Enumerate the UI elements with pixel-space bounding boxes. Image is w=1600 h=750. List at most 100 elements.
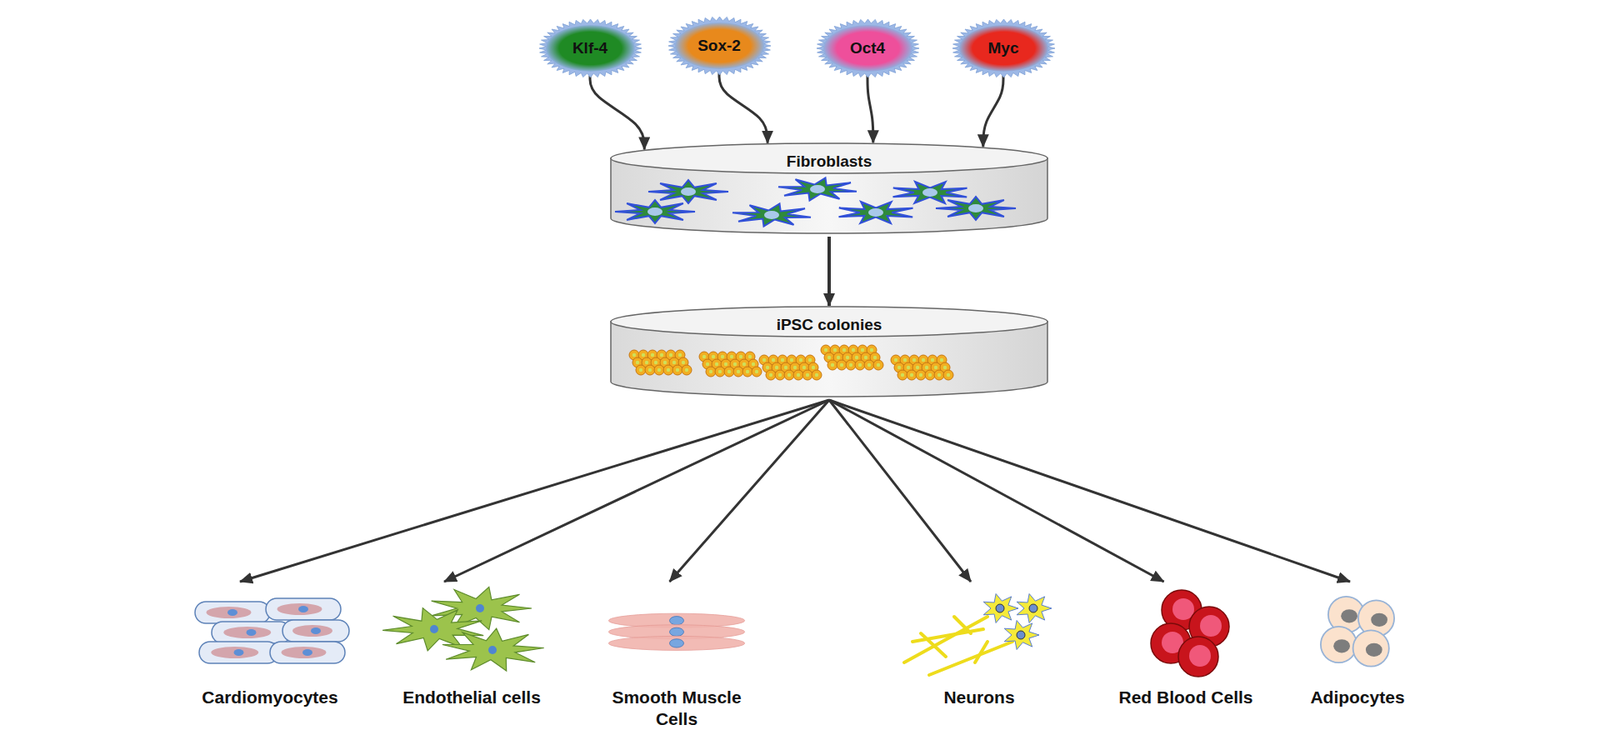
nucleus: [650, 353, 655, 357]
nucleus: [680, 187, 696, 196]
cell-illustration: [605, 583, 748, 684]
nucleus: [808, 358, 812, 362]
nucleus: [745, 370, 750, 374]
factor-starburst: Oct4: [815, 18, 920, 79]
neurite: [975, 641, 988, 663]
nucleus: [845, 355, 850, 360]
fibroblast: [935, 196, 1016, 220]
nucleus: [718, 370, 722, 374]
fibroblast: [615, 200, 695, 224]
cell-label: Neurons: [943, 686, 1015, 709]
nucleus: [827, 355, 831, 360]
arrow-connector: [240, 400, 830, 582]
sarcomere: [206, 606, 252, 619]
nucleus: [833, 348, 837, 352]
stem-cell: [654, 365, 665, 375]
red-blood-cell: [1178, 636, 1219, 677]
stem-cell: [751, 366, 762, 377]
nucleus: [824, 348, 828, 352]
nucleus: [858, 363, 862, 367]
cardiomyocyte-group: [195, 598, 350, 664]
nucleus: [851, 348, 855, 352]
nucleus: [995, 604, 1005, 613]
adipocyte: [1353, 630, 1390, 666]
nucleus: [784, 365, 788, 370]
cell-type: Neurons: [895, 583, 1063, 709]
cell-label: Endothelial cells: [402, 686, 541, 709]
adipocyte-group: [1320, 596, 1395, 667]
cell-center: [1172, 598, 1195, 620]
nucleus: [787, 373, 791, 377]
nucleus: [930, 358, 935, 362]
factor-starburst: Klf-4: [538, 18, 643, 79]
nucleus: [855, 355, 859, 360]
stem-cell: [811, 370, 822, 380]
stem-cell: [897, 370, 908, 380]
cell-label: Red Blood Cells: [1118, 686, 1253, 709]
nucleus: [645, 360, 649, 365]
nucleus: [1029, 604, 1038, 613]
nucleus: [685, 368, 689, 372]
stem-cell: [681, 365, 692, 375]
nucleus: [928, 373, 932, 377]
nucleus: [934, 365, 938, 370]
stem-cell: [765, 370, 776, 380]
nucleus: [702, 355, 706, 359]
nucleus: [715, 362, 719, 366]
nucleus: [751, 362, 755, 366]
adipocyte: [1320, 626, 1357, 663]
stem-cell: [802, 370, 813, 380]
nucleus: [298, 605, 309, 613]
arrow-connector: [444, 400, 830, 582]
stem-cell: [775, 370, 785, 380]
stem-cell: [934, 370, 945, 380]
stem-cell: [724, 366, 735, 377]
nucleus: [873, 355, 877, 360]
nucleus: [894, 358, 898, 362]
cardiomyocyte: [270, 641, 345, 664]
nucleus: [755, 370, 759, 374]
nucleus: [867, 363, 871, 367]
nucleus: [310, 627, 321, 635]
cell-illustration: [380, 583, 564, 684]
stem-cell: [864, 360, 875, 370]
starburst-rim: [952, 19, 1055, 78]
nucleus: [1016, 630, 1025, 640]
arrow-connector: [829, 400, 971, 582]
nucleus: [675, 368, 680, 372]
nucleus: [1365, 643, 1383, 657]
endothelial-cell: [442, 628, 545, 671]
nucleus: [672, 360, 676, 365]
stem-cell: [672, 365, 683, 375]
dish-label: iPSC colonies: [609, 315, 1050, 335]
cardiomyocyte: [195, 601, 270, 624]
smooth-muscle-cell: [608, 635, 745, 650]
stem-cell: [915, 370, 926, 380]
cell-type: Adipocytes: [1282, 583, 1433, 709]
cell-label: Smooth Muscle Cells: [605, 686, 748, 730]
cell-label: Adipocytes: [1310, 686, 1405, 709]
sarcomere: [210, 646, 259, 659]
stem-cell: [645, 365, 655, 375]
ipsc-colonies: [629, 345, 954, 380]
neuron-body: [983, 594, 1019, 624]
nucleus: [790, 358, 794, 362]
cardiomyocyte: [282, 620, 350, 642]
nucleus: [799, 358, 803, 362]
stem-cell: [925, 370, 935, 380]
nucleus: [836, 355, 840, 360]
arrow-connector: [590, 75, 645, 150]
nucleus: [669, 353, 673, 357]
nucleus: [778, 373, 782, 377]
stem-cell: [793, 370, 804, 380]
stem-cell: [635, 365, 646, 375]
nucleus: [840, 363, 844, 367]
dish-label: Fibroblasts: [609, 152, 1050, 171]
nucleus: [632, 353, 636, 357]
cell-illustration: [895, 583, 1063, 684]
nucleus: [830, 363, 835, 367]
nucleus: [670, 616, 685, 625]
nucleus: [868, 208, 884, 217]
cell-type: Smooth Muscle Cells: [605, 583, 748, 730]
nucleus: [302, 649, 313, 656]
